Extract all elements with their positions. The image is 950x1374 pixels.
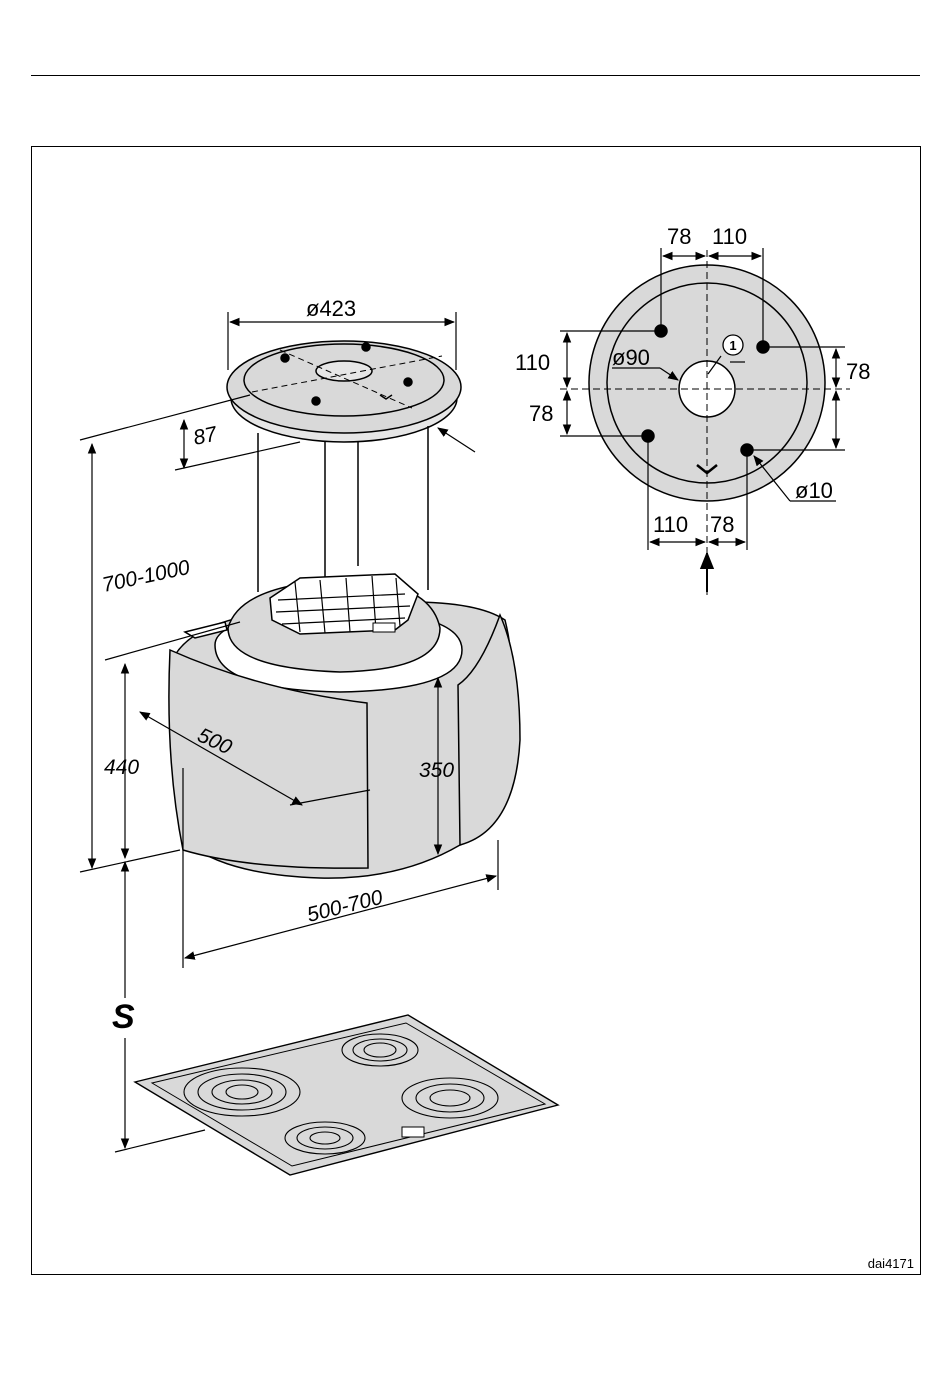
figure-id: dai4171 <box>868 1256 914 1271</box>
hole-diameter-label: ø10 <box>795 478 833 503</box>
bottom-right-offset-label: 78 <box>710 512 734 537</box>
hood-body <box>169 574 520 878</box>
cooktop <box>135 1015 558 1175</box>
center-diameter-label: ø90 <box>612 345 650 370</box>
bottom-left-offset-label: 110 <box>653 512 688 537</box>
ring-height-label: 87 <box>191 422 220 450</box>
top-right-offset-label: 110 <box>712 224 747 249</box>
top-left-offset-label: 78 <box>667 224 691 249</box>
ceiling-canopy <box>227 341 461 442</box>
plan-view-plate <box>560 250 850 595</box>
width-range-label: 500-700 <box>305 886 386 927</box>
right-offset-label: 78 <box>846 359 870 384</box>
left-lower-offset-label: 78 <box>529 401 553 426</box>
left-upper-offset-label: 110 <box>515 350 550 375</box>
callout-number: 1 <box>729 338 736 353</box>
overall-height-label: 700-1000 <box>100 556 192 597</box>
inner-height-label: 350 <box>419 759 454 782</box>
top-diameter-label: ø423 <box>306 296 356 321</box>
body-height-label: 440 <box>104 756 139 779</box>
clearance-label: S <box>112 998 135 1036</box>
